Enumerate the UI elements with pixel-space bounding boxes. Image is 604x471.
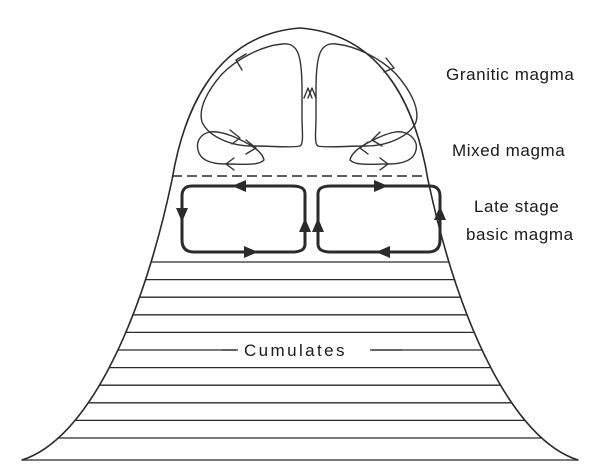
basic-cell-left	[182, 186, 305, 252]
mixed-cell-left	[198, 132, 265, 165]
basic-arrow-left-side	[176, 208, 188, 222]
basic-arrow-center-up-left	[299, 218, 311, 232]
basic-arrow-left-bottom	[244, 246, 258, 258]
label-mixed-magma: Mixed magma	[452, 141, 565, 160]
basic-arrow-right-top	[374, 180, 388, 192]
basic-arrow-left-top	[232, 180, 246, 192]
basic-arrow-right-bottom	[376, 246, 390, 258]
label-basic-magma: basic magma	[466, 225, 574, 244]
basic-cell-right	[318, 186, 440, 252]
label-late-stage: Late stage	[474, 197, 559, 216]
label-granitic-magma: Granitic magma	[446, 65, 574, 84]
basic-arrow-center-up-right	[312, 218, 324, 232]
mixed-arrow-left-top	[246, 140, 256, 154]
label-cumulates: Cumulates	[244, 341, 347, 360]
granitic-arrow-bottomright	[372, 132, 382, 146]
chamber-outline	[22, 28, 578, 460]
